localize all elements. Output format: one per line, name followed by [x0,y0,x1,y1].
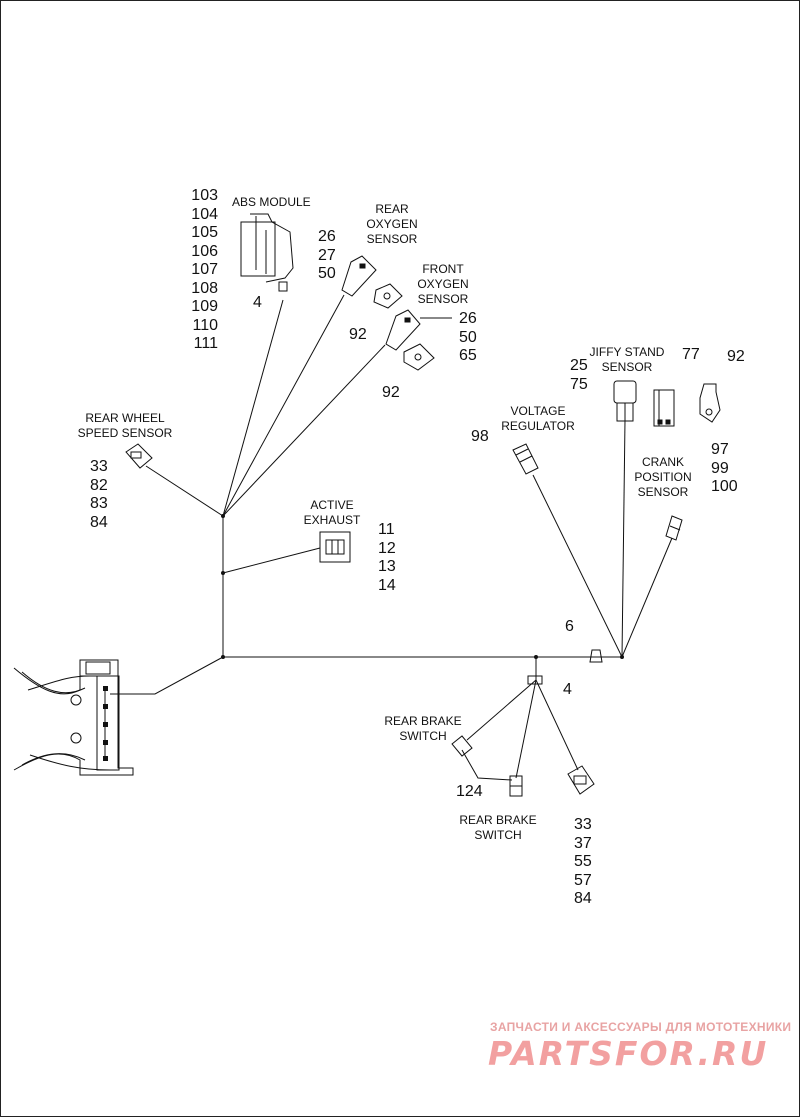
rear-oxygen-bracket-part [373,283,403,309]
crank-position-caption: CRANK POSITION SENSOR [634,455,692,499]
callout-108: 108 [191,279,218,297]
abs-clip-callout: 4 [253,294,262,311]
rear-brake-switch-2-part [509,775,523,797]
rear-oxygen-callouts: 26 27 50 [318,228,336,282]
watermark-logo: PARTSFOR.RU [488,1034,769,1073]
clip-6-callout: 6 [565,618,574,635]
wire-voltage-regulator [532,474,623,658]
harness-to-frame [110,656,224,695]
wire-front-oxygen [222,344,386,517]
wire-rear-oxygen [222,294,345,517]
callout-106: 106 [191,242,218,260]
wire-brake-switch-1 [466,679,537,741]
callout-103: 103 [191,187,218,204]
front-oxygen-sensor-part [385,309,452,351]
wire-active-exhaust [222,547,321,574]
wire-brake-connector [535,679,579,771]
abs-module-caption: ABS MODULE [232,195,311,209]
watermark-tagline: ЗАПЧАСТИ И АКСЕССУАРЫ ДЛЯ МОТОТЕХНИКИ [490,1020,792,1034]
wire-brake-jumper [461,749,513,781]
callout-104: 104 [191,205,218,223]
rear-brake-switch-1-part [451,735,473,757]
rear-brake-switch-lower-caption: REAR BRAKE SWITCH [459,813,537,842]
rear-wheel-speed-caption: REAR WHEEL SPEED SENSOR [77,411,173,440]
jiffy-item-77-callout: 77 [682,346,700,363]
active-exhaust-callouts: 11 12 13 14 [378,521,396,594]
rear-oxygen-sensor-part [341,255,377,297]
front-oxygen-caption: FRONT OXYGEN SENSOR [417,262,469,306]
voltage-regulator-callout: 98 [471,428,489,445]
front-oxygen-bracket-part [403,343,435,371]
jiffy-item-92-part [699,383,721,423]
voltage-regulator-caption: VOLTAGE REGULATOR [501,404,575,433]
rear-oxygen-bracket-callout: 92 [349,326,367,343]
voltage-regulator-part [512,443,539,475]
clip-6-part [589,649,603,663]
rear-wheel-speed-sensor-part [125,443,153,469]
rear-brake-switch-upper-caption: REAR BRAKE SWITCH [384,714,462,743]
clip-4-callout: 4 [563,681,572,698]
rear-wheel-speed-callouts: 33 82 83 84 [90,458,108,531]
wire-rear-wheel-speed [145,465,224,517]
wire-abs-module [222,299,284,517]
jiffy-stand-callouts: 25 75 [570,357,588,393]
rear-brake-connector-callouts: 33 37 55 57 84 [574,816,592,907]
jiffy-item-92-callout: 92 [727,348,745,365]
crank-position-sensor-part [665,515,683,541]
jiffy-stand-sensor-part [613,380,637,422]
active-exhaust-connector-part [319,531,351,563]
clip-4-part [527,675,543,685]
front-oxygen-bracket-callout: 92 [382,384,400,401]
callout-109: 109 [191,298,218,315]
rear-brake-connector-part [567,765,595,795]
callout-110: 110 [192,316,218,334]
crank-position-callouts: 97 99 100 [711,441,738,495]
callout-105: 105 [191,224,218,241]
jiffy-item-77-part [653,389,675,427]
active-exhaust-caption: ACTIVE EXHAUST [303,498,361,527]
abs-module-callouts: 103 104 105 106 107 108 109 110 111 [186,187,218,354]
rear-oxygen-caption: REAR OXYGEN SENSOR [366,202,418,246]
rear-brake-124-callout: 124 [456,783,483,800]
frame-section [13,659,134,776]
wire-brake-switch-2 [515,679,537,779]
jiffy-stand-caption: JIFFY STAND SENSOR [589,345,665,374]
callout-111: 111 [193,335,218,352]
abs-module-part [240,213,294,292]
callout-107: 107 [191,261,218,278]
wire-crank-position [621,537,673,658]
wire-jiffy-stand [621,419,626,658]
front-oxygen-callouts: 26 50 65 [459,310,477,364]
